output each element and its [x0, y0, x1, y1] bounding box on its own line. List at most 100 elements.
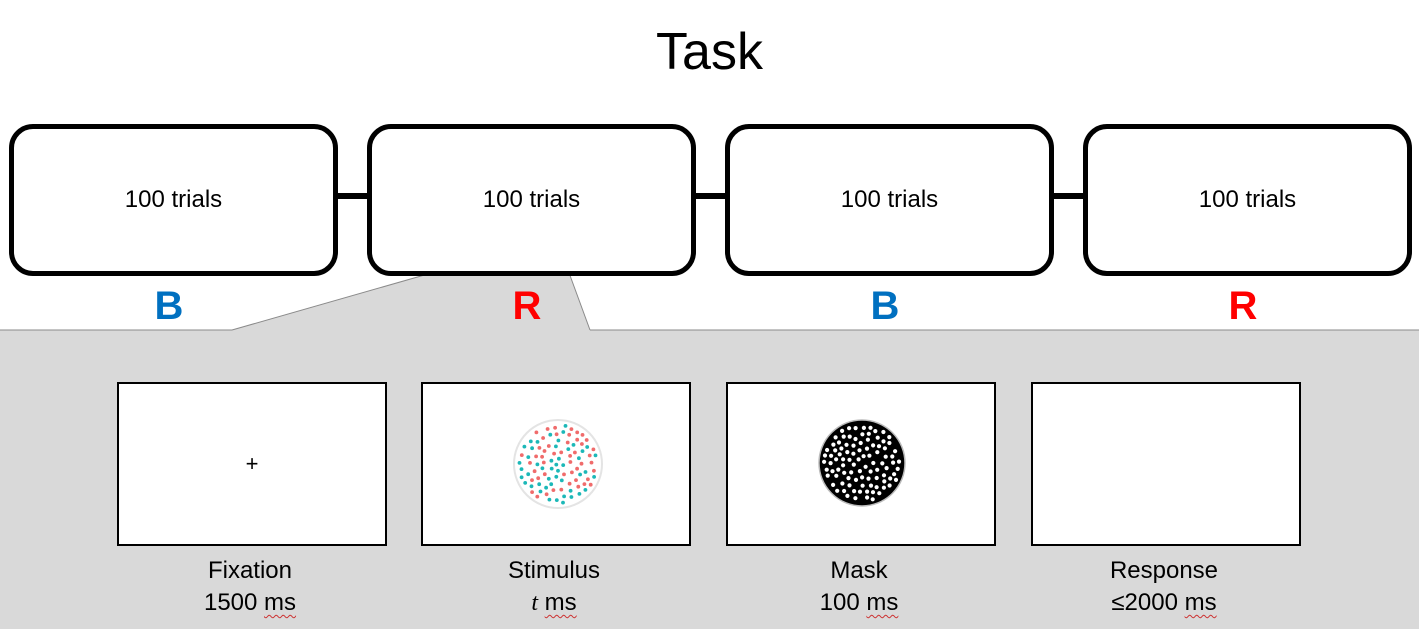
mask-dot [856, 457, 861, 462]
stimulus-dot-cyan [538, 489, 543, 494]
stimulus-dot-cyan [522, 444, 527, 449]
mask-dot [822, 453, 828, 458]
mask-dot [844, 442, 849, 447]
stimulus-dot-cyan [535, 462, 540, 467]
stimulus-dot-red [592, 468, 596, 473]
mask-dot [873, 429, 878, 434]
mask-dot [881, 473, 887, 478]
mask-dot [881, 439, 886, 444]
mask-label: Mask 100 ms [726, 555, 992, 619]
stimulus-dot-red [575, 430, 580, 435]
mask-dot [853, 426, 858, 431]
mask-dot [865, 437, 870, 442]
mask-dot [882, 479, 887, 484]
mask-dot [831, 482, 836, 487]
stimulus-dot-cyan [571, 443, 576, 447]
stimulus-dot-red [559, 487, 564, 492]
mask-dot [822, 459, 827, 464]
stimulus-dot-cyan [529, 484, 534, 489]
mask-dot [825, 447, 830, 453]
stimulus-dot-cyan [559, 478, 564, 483]
mask-dot [846, 476, 851, 481]
stimulus-dot-red [553, 425, 557, 430]
response-screen [1031, 382, 1301, 546]
mask-dot [860, 475, 865, 480]
mask-dot [865, 495, 870, 500]
mask-dot [887, 435, 892, 440]
stimulus-dot-cyan [592, 475, 596, 479]
block-4: 100 trials [1083, 124, 1412, 276]
condition-letter-block-4: R [1228, 284, 1258, 328]
mask-dot [891, 460, 896, 465]
stimulus-dot-red [570, 470, 574, 475]
mask-dot [828, 461, 833, 466]
stimulus-dot-red [532, 469, 537, 474]
mask-dot [851, 451, 856, 456]
mask-dot [825, 473, 830, 478]
mask-dot [881, 485, 886, 490]
screen-duration: t ms [531, 589, 577, 616]
mask-dot [868, 425, 873, 430]
mask-dot [895, 466, 900, 471]
stimulus-dot-cyan [544, 485, 548, 490]
block-connector [692, 193, 728, 199]
mask-dot [890, 454, 895, 459]
stimulus-dot-red [562, 472, 566, 477]
stimulus-dot-cyan [593, 453, 598, 458]
stimulus-dot-red [584, 438, 589, 442]
mask-dot [868, 483, 874, 488]
mask-dot [866, 476, 871, 481]
condition-letter-block-3: B [870, 284, 900, 328]
mask-dot [863, 464, 868, 469]
stimulus-dot-cyan [554, 462, 559, 467]
stimulus-dot-red [545, 427, 550, 431]
mask-dot [896, 459, 902, 464]
stimulus-dot-red [591, 447, 596, 452]
screen-name: Response [1109, 557, 1219, 584]
screen-duration: ≤2000 ms [1111, 589, 1217, 616]
mask-dot [853, 496, 858, 501]
mask-dot [834, 457, 839, 462]
stimulus-dot-red [580, 433, 585, 437]
mask-dot [849, 470, 854, 475]
mask-dot [829, 453, 834, 458]
stimulus-dot-cyan [528, 439, 533, 444]
stimulus-dot-red [559, 450, 564, 455]
block-label: 100 trials [482, 186, 581, 213]
stimulus-dot-red [568, 454, 572, 458]
stimulus-dot-cyan [577, 492, 582, 496]
mask-dot [892, 472, 897, 477]
stimulus-dot-cyan [549, 458, 554, 463]
screen-duration: 100 ms [819, 589, 899, 616]
stimulus-dot-red [579, 461, 584, 466]
stimulus-dot-red [528, 461, 532, 465]
screen-name: Mask [830, 557, 888, 584]
mask-dot [841, 463, 846, 468]
stimulus-dot-red [567, 481, 572, 486]
stimulus-dot-red [542, 472, 547, 477]
stimulus-dot-cyan [554, 498, 559, 502]
stimulus-dot-cyan [554, 474, 559, 479]
mask-dot [860, 432, 865, 437]
stimulus-dot-cyan [530, 446, 534, 451]
block-1: 100 trials [9, 124, 338, 276]
stimulus-dot-cyan [546, 476, 551, 481]
block-label: 100 trials [840, 186, 939, 213]
mask-dot [884, 466, 889, 471]
mask-dot [874, 485, 879, 490]
stimulus-dot-cyan [566, 447, 571, 451]
stimulus-dot-red [580, 442, 584, 446]
stimulus-dot-red [551, 488, 556, 492]
mask-dot [880, 461, 885, 466]
mask-dot [839, 446, 844, 451]
stimulus-dot-red [568, 460, 573, 464]
mask-dot [842, 488, 847, 494]
condition-letter-block-1: B [154, 284, 184, 328]
stimulus-dot-cyan [540, 466, 545, 471]
mask-dot [840, 481, 845, 486]
mask-dot [887, 483, 892, 488]
stimulus-dot-cyan [557, 456, 561, 461]
mask-dot [853, 436, 858, 442]
mask-dot [836, 467, 841, 472]
mask-dot-cloud [818, 419, 906, 507]
